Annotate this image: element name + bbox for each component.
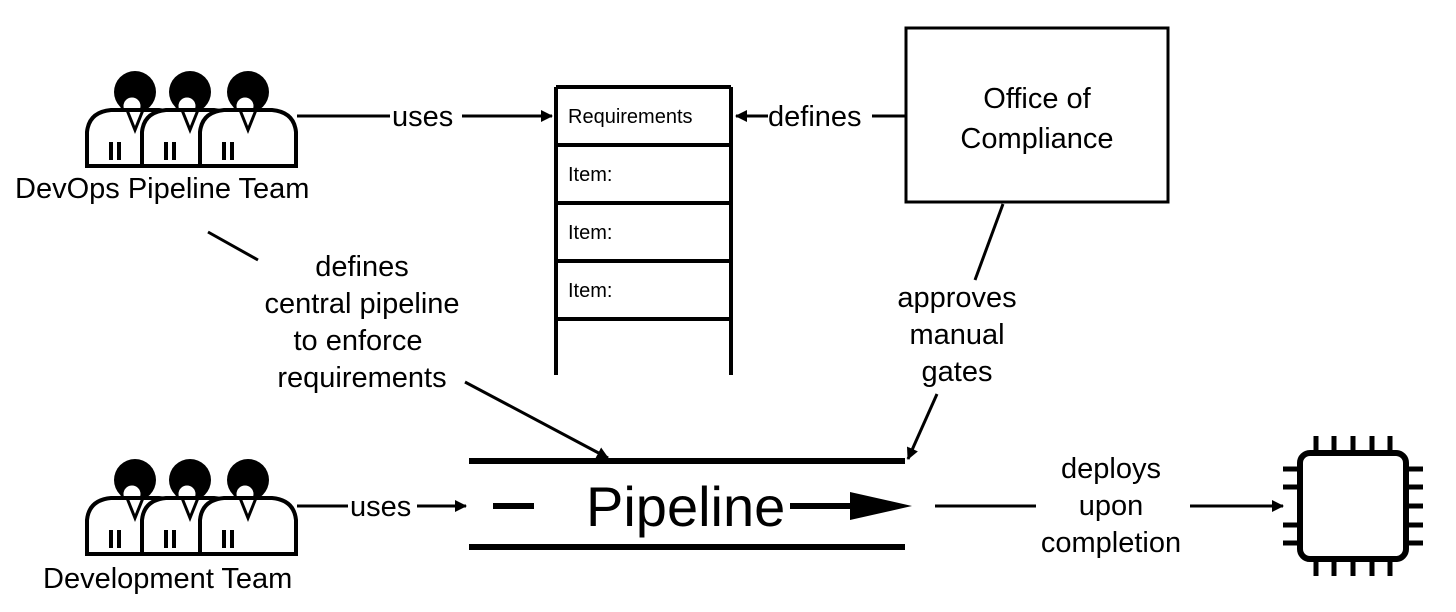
edge-label-line: manual <box>909 319 1004 351</box>
edge-label-approves: approves manual gates <box>897 282 1016 388</box>
requirements-item: Item: <box>568 164 612 186</box>
edge-label-line: to enforce <box>294 325 423 357</box>
requirements-item: Item: <box>568 280 612 302</box>
edge-compliance-approves <box>973 203 1005 281</box>
edge-label-line: upon <box>1079 490 1144 522</box>
edge-central-pipeline-arrow <box>464 380 609 460</box>
compliance-label-line2: Compliance <box>960 123 1113 155</box>
requirements-item: Item: <box>568 222 612 244</box>
dev-team-label: Development Team <box>43 563 292 595</box>
edge-devops-defines-pipeline <box>207 230 259 262</box>
pipeline-label: Pipeline <box>586 475 785 538</box>
edge-label-deploys: deploys upon completion <box>1041 453 1181 559</box>
dev-team-icon <box>85 457 298 556</box>
requirements-list <box>554 85 733 375</box>
edge-label-central-pipeline: defines central pipeline to enforce requ… <box>264 251 459 394</box>
requirements-header: Requirements <box>568 106 693 128</box>
edge-label-devops-uses: uses <box>392 101 453 133</box>
edge-label-line: gates <box>922 356 993 388</box>
cpu-chip-icon <box>1283 436 1423 576</box>
edge-label-line: completion <box>1041 527 1181 559</box>
edge-label-line: approves <box>897 282 1016 314</box>
edge-label-line: defines <box>315 251 409 283</box>
edge-approves-arrow <box>906 393 939 460</box>
pipeline-shape <box>469 458 912 550</box>
edge-label-dev-uses: uses <box>350 491 411 523</box>
edge-label-line: central pipeline <box>264 288 459 320</box>
edge-label-line: deploys <box>1061 453 1161 485</box>
compliance-label-line1: Office of <box>983 83 1091 115</box>
edge-label-line: requirements <box>277 362 446 394</box>
devops-team-icon <box>85 69 298 168</box>
edge-label-compliance-defines: defines <box>768 101 862 133</box>
compliance-box <box>904 26 1170 204</box>
devops-team-label: DevOps Pipeline Team <box>15 173 309 205</box>
